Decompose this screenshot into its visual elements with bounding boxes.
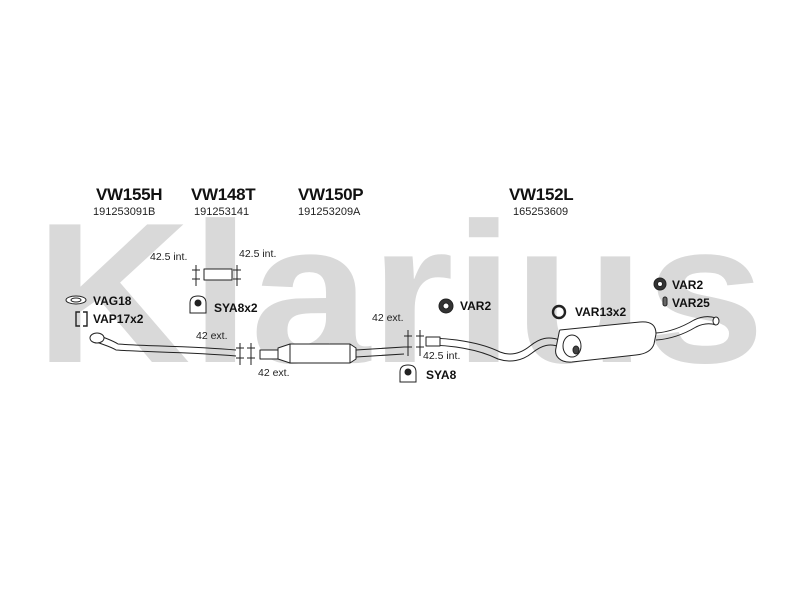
- dimension-label-ext: 42 ext.: [258, 367, 290, 379]
- fitting-label-var13x2: VAR13x2: [575, 305, 627, 319]
- part-number-vw152l: 165253609: [513, 206, 569, 218]
- rear-silencer: [425, 316, 720, 363]
- dimension-label-int: 42.5 int.: [150, 251, 188, 263]
- fitting-label-sya8: SYA8: [426, 368, 457, 382]
- clamp-icon: [75, 311, 88, 327]
- rubber-mount-icon: [653, 277, 667, 291]
- dimension-label-ext: 42 ext.: [372, 312, 404, 324]
- fitting-label-sya8x2: SYA8x2: [214, 301, 258, 315]
- part-code-vw155h: VW155H: [96, 185, 163, 204]
- fitting-label-var25: VAR25: [672, 296, 710, 310]
- middle-silencer: [259, 343, 405, 364]
- joint-front: [236, 343, 255, 365]
- part-code-vw152l: VW152L: [509, 185, 574, 204]
- watermark-text: Klarius: [35, 182, 765, 405]
- joint-rear: [404, 330, 424, 356]
- bracket-icon: [189, 295, 207, 314]
- intermediate-pipe: [192, 265, 241, 286]
- part-code-vw150p: VW150P: [298, 185, 364, 204]
- front-pipe: [89, 332, 237, 357]
- gasket-icon: [65, 295, 87, 305]
- ring-icon: [551, 304, 567, 320]
- bracket-icon: [399, 364, 417, 383]
- part-number-vw150p: 191253209A: [298, 206, 361, 218]
- fitting-label-var2-right: VAR2: [672, 278, 704, 292]
- dimension-label-int: 42.5 int.: [239, 248, 277, 260]
- rubber-mount-icon: [438, 298, 454, 314]
- part-code-vw148t: VW148T: [191, 185, 256, 204]
- fitting-label-vap17x2: VAP17x2: [93, 312, 144, 326]
- fitting-label-vag18: VAG18: [93, 294, 132, 308]
- dimension-label-ext: 42 ext.: [196, 330, 228, 342]
- part-number-vw148t: 191253141: [194, 206, 250, 218]
- clip-icon: [662, 296, 668, 307]
- fitting-label-var2-mid: VAR2: [460, 299, 492, 313]
- part-number-vw155h: 191253091B: [93, 206, 156, 218]
- dimension-label-int: 42.5 int.: [423, 350, 461, 362]
